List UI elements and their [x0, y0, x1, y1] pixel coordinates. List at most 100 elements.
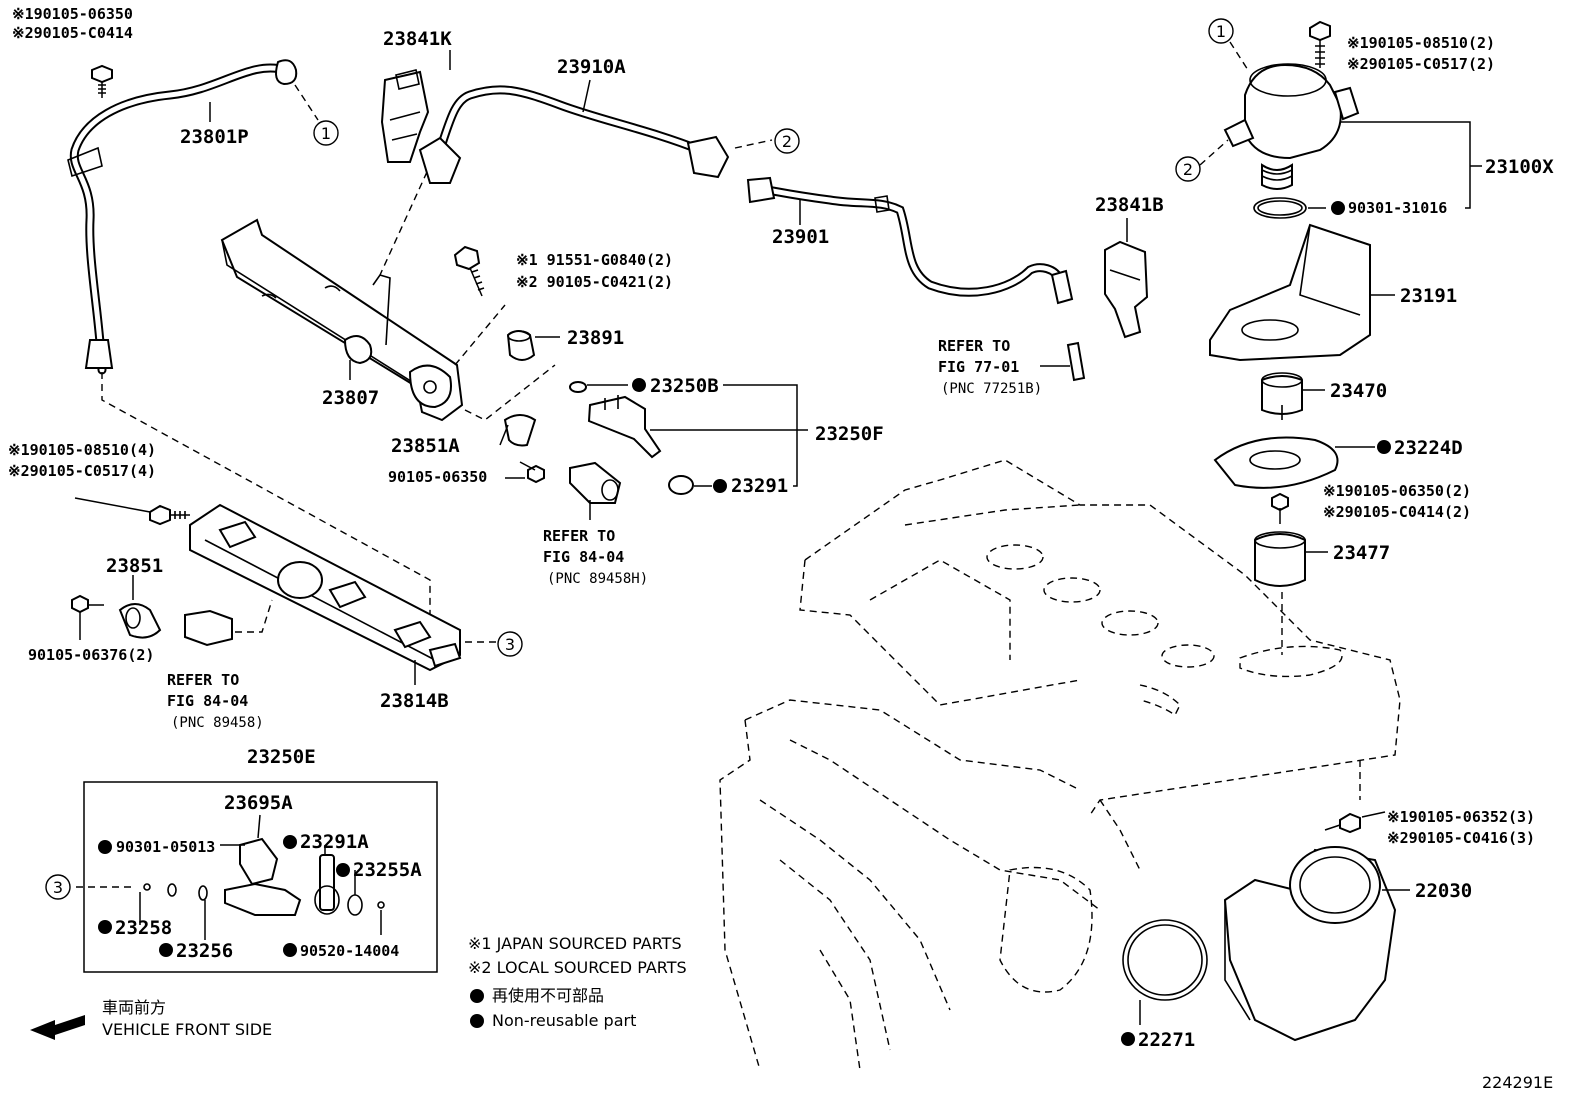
- fuel-hose-23901: [746, 176, 1074, 305]
- vehicle-front-en: VEHICLE FRONT SIDE: [102, 1020, 272, 1039]
- fuel-pump-23100X: [1223, 63, 1360, 190]
- connector-23841B: [1104, 240, 1149, 339]
- label-refer-77-3: (PNC 77251B): [941, 381, 1042, 397]
- label-bolt-tr-1: ※190105-08510(2): [1347, 34, 1495, 52]
- bolt-icon: [91, 64, 113, 98]
- callout-circle-1: 1: [313, 120, 339, 146]
- callout-circle-3: 3: [497, 631, 523, 657]
- label-bolt-mid-1: ※1 91551-G0840(2): [516, 251, 673, 269]
- label-bolt-tl-1: ※190105-06350: [12, 5, 133, 23]
- bolt-icon: [453, 245, 485, 297]
- sensor-icon: [569, 461, 622, 504]
- leader-lines: [74, 50, 1482, 1025]
- bolt-icon: [149, 504, 190, 526]
- callout-circle-2: 2: [774, 128, 800, 154]
- label-23891: 23891: [567, 327, 624, 349]
- throttle-body-22030: [1223, 846, 1397, 1042]
- legend-non-reusable-jp: 再使用不可部品: [492, 986, 604, 1005]
- legend-japan-sourced: ※1 JAPAN SOURCED PARTS: [468, 934, 682, 953]
- bolt-icon: [519, 461, 545, 484]
- label-bolt-br-2: ※290105-C0416(3): [1387, 829, 1535, 847]
- figure-id: 224291E: [1482, 1073, 1553, 1092]
- label-bolt-r-2: ※290105-C0414(2): [1323, 503, 1471, 521]
- label-23851: 23851: [106, 555, 163, 577]
- label-22271: 22271: [1138, 1029, 1195, 1051]
- label-refer-77-2: FIG 77-01: [938, 358, 1019, 376]
- injector-kit-box: [83, 781, 438, 973]
- label-23910A: 23910A: [557, 56, 626, 78]
- label-23695A: 23695A: [224, 792, 293, 814]
- gasket-23224D: [1213, 436, 1339, 489]
- label-23256: 23256: [176, 940, 233, 962]
- label-23291: 23291: [731, 475, 788, 497]
- callout-circle-1: 1: [1208, 18, 1234, 44]
- legend-local-sourced: ※2 LOCAL SOURCED PARTS: [468, 958, 687, 977]
- label-refer-84-b-2: FIG 84-04: [167, 692, 248, 710]
- label-23901: 23901: [772, 226, 829, 248]
- vehicle-front-arrow-icon: [30, 1015, 85, 1040]
- svg-text:2: 2: [782, 132, 792, 151]
- gasket-22271: [1122, 919, 1208, 1001]
- part-labels: ※190105-06350 ※290105-C0414 23841K 23910…: [8, 5, 1554, 1051]
- injector-kit-23250E-parts: [143, 837, 385, 916]
- vehicle-front-jp: 車両前方: [102, 998, 166, 1017]
- cap-23851: [118, 603, 162, 639]
- fuel-tube-23801P: [67, 59, 298, 375]
- label-90105-06376: 90105-06376(2): [28, 646, 154, 664]
- label-90520-14004: 90520-14004: [300, 942, 399, 960]
- label-23841B: 23841B: [1095, 194, 1164, 216]
- label-23100X: 23100X: [1485, 156, 1554, 178]
- label-bolt-l-1: ※190105-08510(4): [8, 441, 156, 459]
- label-23224D: 23224D: [1394, 437, 1463, 459]
- label-23841K: 23841K: [383, 28, 452, 50]
- legend-non-reusable-en: Non-reusable part: [492, 1011, 636, 1030]
- label-bolt-tr-2: ※290105-C0517(2): [1347, 55, 1495, 73]
- fuel-rail-23814B: [189, 503, 462, 672]
- fuel-hose-23910A: [418, 85, 730, 184]
- fuel-rail-bracket-23807: [220, 218, 464, 422]
- connector-23841K: [380, 69, 430, 163]
- label-bolt-br-1: ※190105-06352(3): [1387, 808, 1535, 826]
- label-90105-06350: 90105-06350: [388, 468, 487, 486]
- label-23291A: 23291A: [300, 831, 369, 853]
- label-refer-84-a-1: REFER TO: [543, 527, 615, 545]
- label-23250B: 23250B: [650, 375, 719, 397]
- label-23258: 23258: [115, 917, 172, 939]
- svg-text:2: 2: [1183, 160, 1193, 179]
- bolt-icon: [1309, 20, 1331, 68]
- pump-bracket-23191: [1209, 223, 1371, 362]
- callout-circle-2: 2: [1175, 156, 1201, 182]
- label-bolt-r-1: ※190105-06350(2): [1323, 482, 1471, 500]
- label-23470: 23470: [1330, 380, 1387, 402]
- label-23255A: 23255A: [353, 859, 422, 881]
- lifter-23470: [1261, 372, 1303, 420]
- label-bolt-tl-2: ※290105-C0414: [12, 24, 133, 42]
- label-refer-84-b-1: REFER TO: [167, 671, 239, 689]
- label-23250F: 23250F: [815, 423, 884, 445]
- label-23191: 23191: [1400, 285, 1457, 307]
- legend: ※1 JAPAN SOURCED PARTS ※2 LOCAL SOURCED …: [102, 934, 1553, 1092]
- label-refer-84-a-2: FIG 84-04: [543, 548, 624, 566]
- label-refer-84-a-3: (PNC 89458H): [547, 571, 648, 587]
- svg-text:1: 1: [1216, 22, 1226, 41]
- label-90301-31016: 90301-31016: [1348, 199, 1447, 217]
- bolt-icon: [1324, 812, 1361, 834]
- label-23801P: 23801P: [180, 126, 249, 148]
- sensor-icon: [184, 609, 233, 647]
- label-refer-77-1: REFER TO: [938, 337, 1010, 355]
- bolt-icon: [1271, 492, 1289, 524]
- label-90301-05013: 90301-05013: [116, 838, 215, 856]
- label-bolt-l-2: ※290105-C0517(4): [8, 462, 156, 480]
- label-23807: 23807: [322, 387, 379, 409]
- label-23851A: 23851A: [391, 435, 460, 457]
- label-23477: 23477: [1333, 542, 1390, 564]
- svg-text:3: 3: [53, 878, 63, 897]
- collar-23891: [506, 330, 536, 361]
- housing-23477: [1254, 531, 1306, 587]
- injector-23250F: [569, 381, 694, 495]
- svg-text:1: 1: [321, 124, 331, 143]
- svg-text:3: 3: [505, 635, 515, 654]
- pipe-icon: [1066, 341, 1086, 382]
- bolt-icon: [71, 594, 104, 614]
